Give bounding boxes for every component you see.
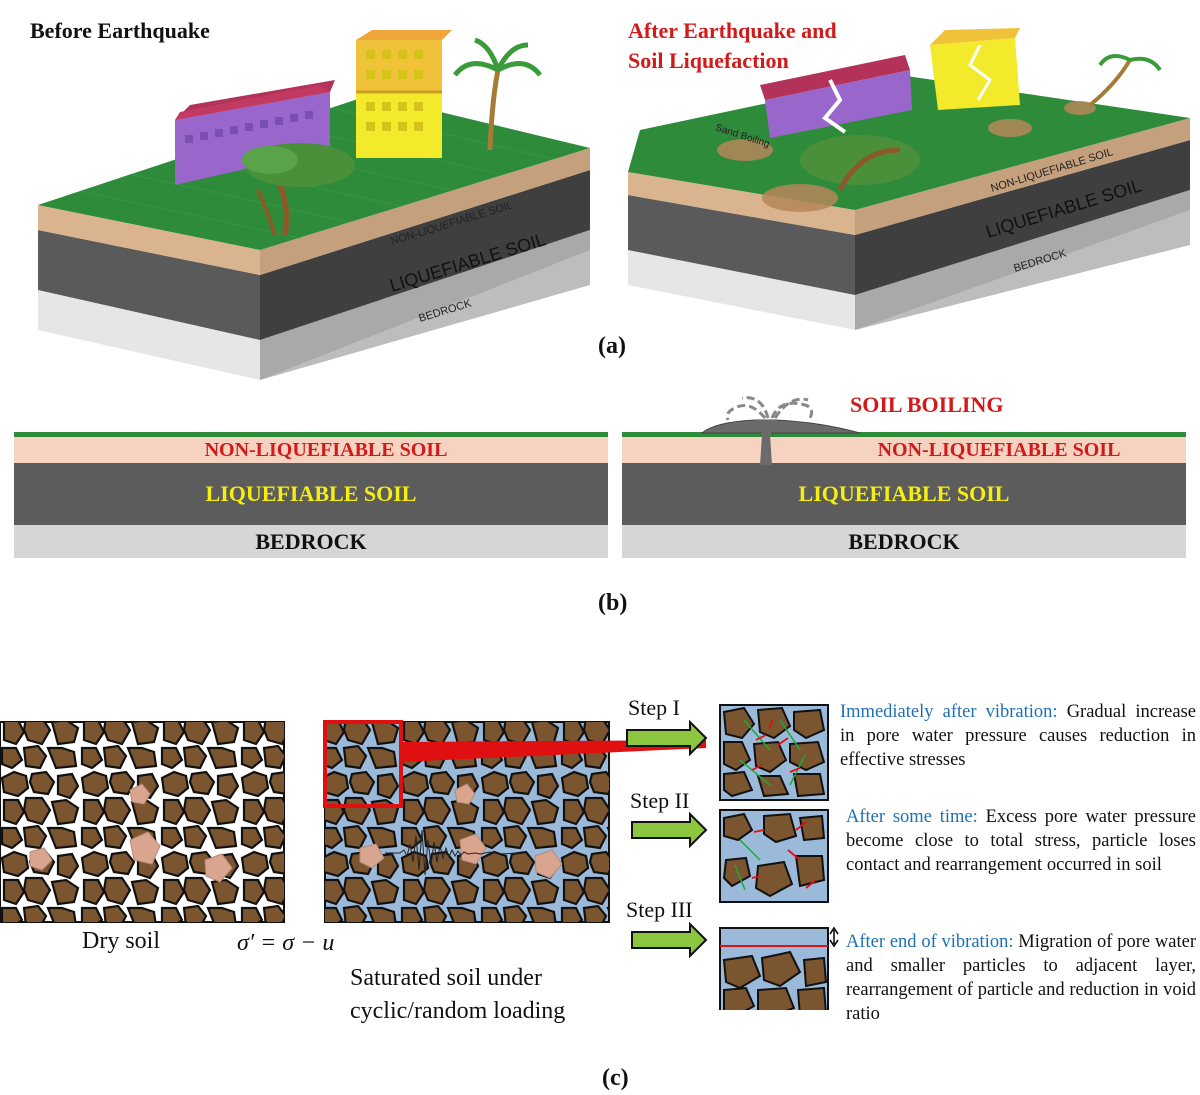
- step-2-lead: After some time:: [846, 807, 978, 827]
- panel-a-label: (a): [598, 333, 626, 359]
- step-1-description: Immediately after vibration: Gradual inc…: [840, 700, 1196, 772]
- fallen-palm-icon: [1088, 54, 1162, 107]
- tree-icon: [242, 143, 355, 236]
- effective-stress-equation: σ′ = σ − u: [237, 930, 335, 956]
- yellow-building-icon: [356, 30, 452, 158]
- panel-a-illustration: NON-LIQUEFIABLE SOIL LIQUEFIABLE SOIL BE…: [38, 28, 1190, 380]
- saturated-soil-box: [323, 720, 706, 923]
- step-arrows: [626, 719, 708, 959]
- step-3-label: Step III: [626, 897, 693, 922]
- double-arrow-icon: [829, 926, 839, 948]
- bedrock-label: BEDROCK: [255, 528, 367, 554]
- zoom-selection-box: [323, 720, 403, 808]
- before-earthquake-title: Before Earthquake: [30, 18, 210, 43]
- step-1-label: Step I: [628, 695, 680, 720]
- damaged-yellow-building-icon: [930, 28, 1020, 110]
- sand-boil-icon: [700, 396, 861, 465]
- after-earthquake-title-line1: After Earthquake and: [628, 18, 837, 43]
- step-3-text: Migration of pore water and smaller part…: [846, 932, 1196, 1024]
- bedrock-layer: BEDROCK: [622, 525, 1186, 558]
- after-earthquake-title-line2: Soil Liquefaction: [628, 48, 789, 73]
- non-liquefiable-layer: NON-LIQUEFIABLE SOIL: [622, 437, 1186, 463]
- step-3-arrow: [631, 921, 708, 959]
- before-soil-block: [38, 95, 590, 380]
- non-liquefiable-layer: NON-LIQUEFIABLE SOIL: [14, 437, 608, 463]
- step-1-detail-box: [719, 704, 829, 801]
- fallen-tree-icon: [800, 135, 920, 192]
- bedrock-layer: BEDROCK: [14, 525, 608, 558]
- saturated-soil-label-line2: cyclic/random loading: [350, 998, 566, 1024]
- non-liquefiable-label: NON-LIQUEFIABLE SOIL: [877, 438, 1121, 461]
- panel-c-label: (c): [602, 1065, 629, 1091]
- dry-soil-label: Dry soil: [82, 928, 160, 954]
- purple-building-icon: [175, 80, 335, 185]
- cross-section-after: NON-LIQUEFIABLE SOIL LIQUEFIABLE SOIL BE…: [622, 432, 1186, 558]
- seismogram-icon: [385, 829, 521, 876]
- grass-line: [14, 432, 608, 437]
- step-3-detail-box: [719, 926, 839, 1010]
- liquefiable-label: LIQUEFIABLE SOIL: [798, 481, 1010, 506]
- step-1-arrow: [626, 719, 708, 757]
- cross-section-before: NON-LIQUEFIABLE SOIL LIQUEFIABLE SOIL BE…: [14, 432, 608, 558]
- step-3-description: After end of vibration: Migration of por…: [846, 930, 1196, 1026]
- damaged-purple-building-icon: [760, 55, 912, 138]
- bedrock-label: BEDROCK: [848, 528, 960, 554]
- liquefiable-label: LIQUEFIABLE SOIL: [205, 481, 417, 506]
- dry-soil-box: [0, 721, 285, 923]
- step-2-text: Excess pore water pressure become close …: [846, 807, 1196, 875]
- panel-c-illustration: [0, 704, 839, 1010]
- step-3-lead: After end of vibration:: [846, 932, 1014, 952]
- palm-tree-icon: [453, 37, 542, 151]
- step-2-detail-box: [719, 809, 829, 903]
- grass-line: [622, 432, 1186, 437]
- step-1-lead: Immediately after vibration:: [840, 702, 1058, 722]
- step-2-label: Step II: [630, 788, 690, 813]
- saturated-soil-label-line1: Saturated soil under: [350, 965, 542, 991]
- step-2-arrow: [631, 811, 708, 849]
- liquefiable-layer: LIQUEFIABLE SOIL: [14, 463, 608, 525]
- liquefiable-layer: LIQUEFIABLE SOIL: [622, 463, 1186, 525]
- step-1-text: Gradual increase in pore water pressure …: [840, 702, 1196, 770]
- non-liquefiable-label: NON-LIQUEFIABLE SOIL: [204, 438, 448, 461]
- panel-b-label: (b): [598, 590, 628, 616]
- soil-boiling-label: SOIL BOILING: [850, 392, 1004, 417]
- step-2-description: After some time: Excess pore water press…: [846, 805, 1196, 877]
